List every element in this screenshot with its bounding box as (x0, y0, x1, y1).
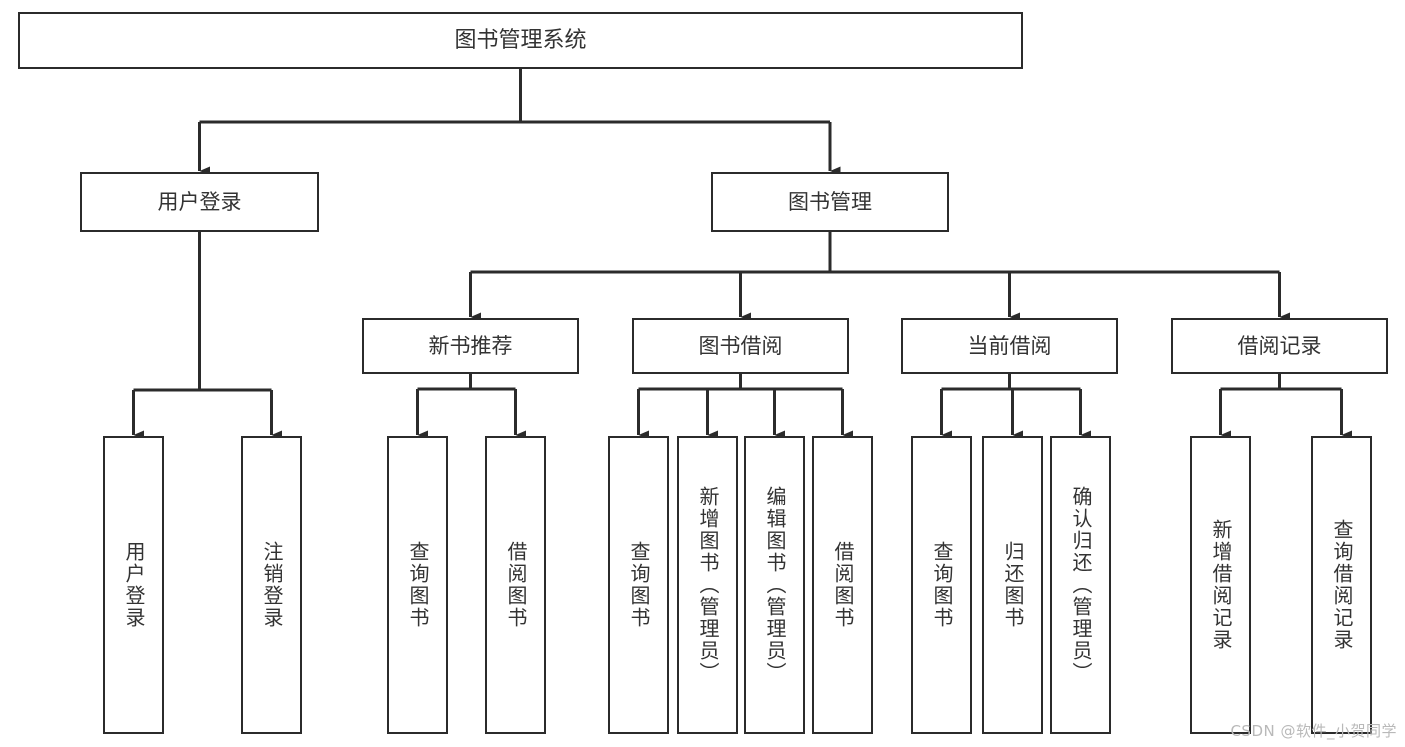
node-label-book-manage: 图书管理 (788, 189, 872, 214)
node-label-user-login: 用户登录 (157, 189, 242, 214)
node-label-leaf-query-book-3: 查询图书 (930, 541, 954, 629)
node-borrow-record[interactable]: 借阅记录 (1171, 318, 1388, 374)
node-leaf-query-book-1[interactable]: 查询图书 (387, 436, 448, 734)
node-new-book-rec[interactable]: 新书推荐 (362, 318, 579, 374)
node-leaf-query-book-2[interactable]: 查询图书 (608, 436, 669, 734)
node-label-leaf-confirm-return: 确认归还（管理员） (1069, 486, 1093, 684)
node-current-borrow[interactable]: 当前借阅 (901, 318, 1118, 374)
node-label-book-borrow: 图书借阅 (698, 333, 783, 358)
node-leaf-logout[interactable]: 注销登录 (241, 436, 302, 734)
node-label-borrow-record: 借阅记录 (1237, 333, 1322, 358)
node-leaf-add-record[interactable]: 新增借阅记录 (1190, 436, 1251, 734)
node-user-login[interactable]: 用户登录 (80, 172, 319, 232)
node-root[interactable]: 图书管理系统 (18, 12, 1023, 69)
node-label-leaf-borrow-book-1: 借阅图书 (504, 541, 528, 629)
node-leaf-query-record[interactable]: 查询借阅记录 (1311, 436, 1372, 734)
node-book-manage[interactable]: 图书管理 (711, 172, 949, 232)
node-leaf-edit-book[interactable]: 编辑图书（管理员） (744, 436, 805, 734)
node-label-leaf-logout: 注销登录 (260, 541, 284, 629)
node-label-root: 图书管理系统 (454, 27, 587, 53)
node-label-leaf-add-record: 新增借阅记录 (1209, 519, 1233, 651)
node-leaf-user-login[interactable]: 用户登录 (103, 436, 164, 734)
watermark-label: CSDN @软件_小贺同学 (1230, 722, 1397, 740)
node-leaf-return-book[interactable]: 归还图书 (982, 436, 1043, 734)
node-label-leaf-edit-book: 编辑图书（管理员） (763, 486, 787, 684)
node-label-leaf-query-book-2: 查询图书 (627, 541, 651, 629)
node-leaf-confirm-return[interactable]: 确认归还（管理员） (1050, 436, 1111, 734)
node-label-leaf-query-book-1: 查询图书 (406, 541, 430, 629)
node-label-new-book-rec: 新书推荐 (428, 333, 513, 358)
node-label-leaf-return-book: 归还图书 (1001, 541, 1025, 629)
node-label-leaf-query-record: 查询借阅记录 (1330, 519, 1354, 651)
node-leaf-borrow-book-2[interactable]: 借阅图书 (812, 436, 873, 734)
node-label-current-borrow: 当前借阅 (967, 333, 1052, 358)
node-label-leaf-add-book: 新增图书（管理员） (696, 486, 720, 684)
node-label-leaf-user-login: 用户登录 (122, 541, 146, 629)
node-leaf-add-book[interactable]: 新增图书（管理员） (677, 436, 738, 734)
node-leaf-query-book-3[interactable]: 查询图书 (911, 436, 972, 734)
node-leaf-borrow-book-1[interactable]: 借阅图书 (485, 436, 546, 734)
node-label-leaf-borrow-book-2: 借阅图书 (831, 541, 855, 629)
node-book-borrow[interactable]: 图书借阅 (632, 318, 849, 374)
